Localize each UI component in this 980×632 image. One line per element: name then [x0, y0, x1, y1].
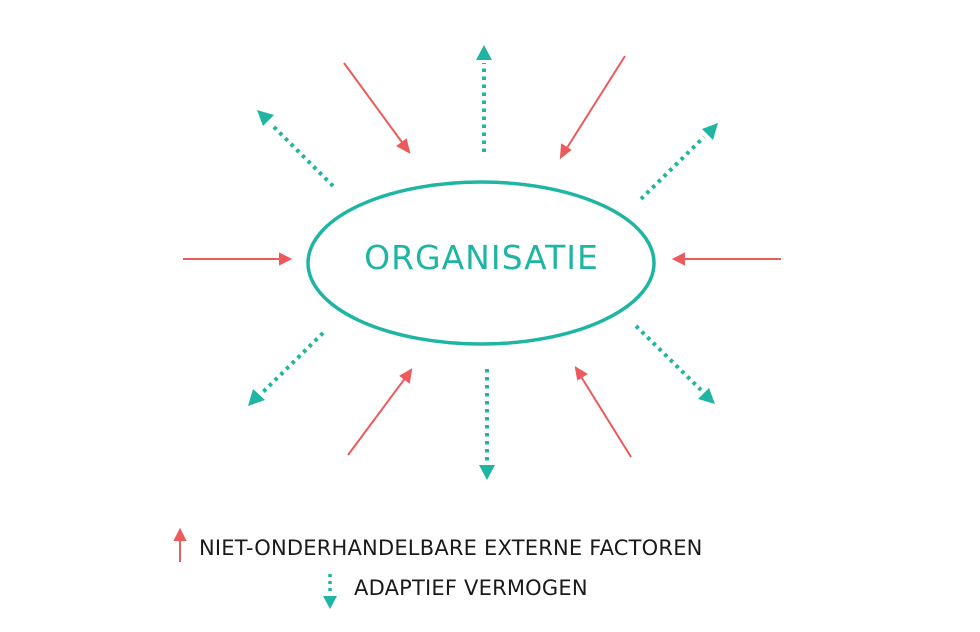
legend-adaptive-capacity-label: ADAPTIEF VERMOGEN	[354, 576, 588, 600]
organisation-label: ORGANISATIE	[364, 238, 599, 277]
teal-arrow-top-left-icon	[257, 110, 335, 188]
legend-teal-dotted-arrow-icon	[323, 574, 337, 609]
legend-external-factors-label: NIET-ONDERHANDELBARE EXTERNE FACTOREN	[199, 536, 703, 560]
red-arrow-right-icon	[671, 252, 781, 266]
red-arrow-left-icon	[183, 252, 293, 266]
red-arrow-top-left-icon	[343, 62, 411, 154]
adaptive-capacity-arrows	[248, 45, 718, 480]
external-factor-arrows	[183, 55, 781, 458]
organisation-ellipse	[306, 180, 656, 346]
red-arrow-top-right-icon	[559, 55, 626, 160]
teal-arrow-bottom-right-icon	[634, 324, 715, 404]
red-arrow-bottom-left-icon	[347, 368, 413, 456]
teal-arrow-top-right-icon	[639, 123, 718, 201]
legend-red-solid-arrow-icon	[173, 527, 187, 562]
teal-arrow-bottom-icon	[479, 369, 495, 480]
teal-arrow-bottom-left-icon	[248, 331, 325, 406]
teal-arrow-top-icon	[476, 45, 492, 152]
red-arrow-bottom-right-icon	[574, 366, 632, 458]
